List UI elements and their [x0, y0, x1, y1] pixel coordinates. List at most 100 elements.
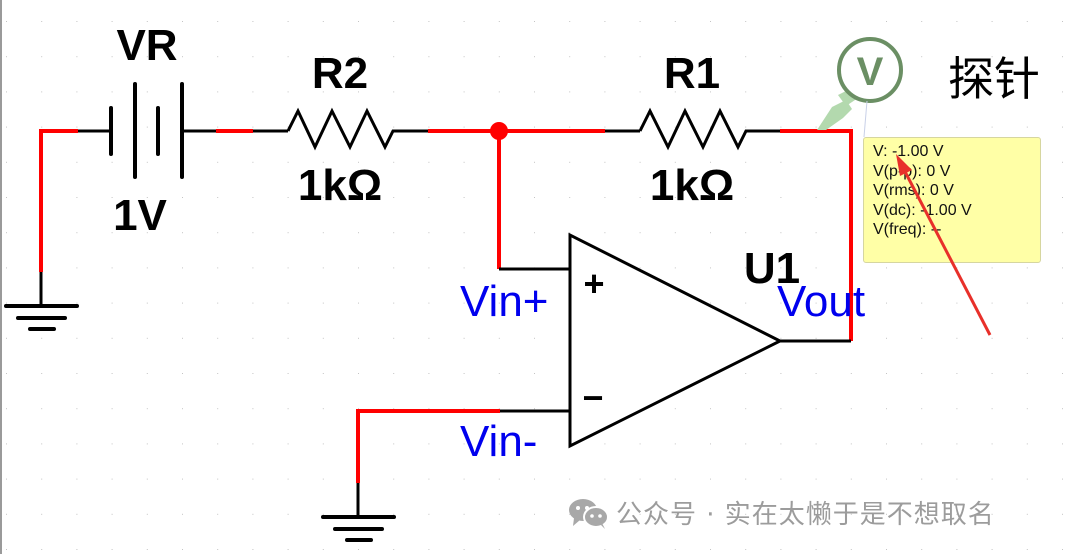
resistor-r2[interactable] — [286, 107, 428, 151]
ground-symbol-bottom[interactable] — [321, 483, 396, 542]
grid-dot — [956, 267, 958, 269]
grid-dot — [886, 549, 887, 550]
grid-dot — [1026, 126, 1028, 128]
grid-dot — [217, 197, 219, 198]
ground-symbol-left[interactable] — [4, 272, 79, 331]
grid-dot — [252, 302, 254, 304]
grid-dot — [780, 91, 782, 93]
grid-dot — [393, 549, 395, 550]
grid-dot — [745, 443, 747, 445]
grid-dot — [745, 91, 747, 93]
grid-dot — [322, 337, 324, 339]
grid-dot — [569, 513, 571, 515]
grid-dot — [393, 267, 395, 269]
voltage-probe[interactable]: V — [817, 37, 903, 138]
grid-dot — [322, 373, 324, 374]
grid-dot — [956, 549, 958, 550]
grid-dot — [1026, 443, 1028, 445]
grid-dot — [886, 373, 887, 374]
grid-dot — [41, 478, 43, 480]
grid-dot — [956, 337, 958, 339]
junction-node[interactable] — [490, 122, 508, 140]
probe-readout-tooltip: V: -1.00 V V(p-p): 0 V V(rms): 0 V V(dc)… — [863, 137, 1041, 263]
grid-dot — [710, 549, 711, 550]
battery-vr[interactable] — [109, 82, 184, 179]
grid-dot — [182, 56, 183, 58]
grid-dot — [780, 21, 782, 22]
grid-dot — [322, 549, 324, 550]
opamp-ref-label: U1 — [744, 244, 800, 293]
grid-dot — [111, 197, 113, 198]
annotation-probe-label: 探针 — [948, 52, 1040, 106]
grid-dot — [1062, 302, 1063, 304]
grid-dot — [956, 56, 958, 58]
grid-dot — [322, 443, 324, 445]
grid-dot — [146, 232, 148, 234]
resistor-r1[interactable] — [638, 107, 780, 151]
grid-dot — [428, 267, 430, 269]
grid-dot — [639, 21, 641, 22]
grid-dot — [780, 513, 782, 515]
probe-reading-vpp: V(p-p): 0 V — [873, 162, 951, 180]
grid-dot — [1026, 478, 1028, 480]
wire-vin-minus-to-ground[interactable] — [356, 409, 570, 483]
grid-dot — [710, 513, 711, 515]
grid-dot — [991, 549, 993, 550]
grid-dot — [780, 161, 782, 163]
grid-dot — [604, 549, 606, 550]
grid-dot — [604, 197, 606, 198]
wire-r1-to-output[interactable] — [780, 129, 853, 343]
grid-dot — [745, 126, 747, 128]
grid-dot — [1062, 232, 1063, 234]
grid-dot — [393, 408, 395, 410]
grid-dot — [534, 91, 535, 93]
grid-dot — [674, 126, 676, 128]
grid-dot — [6, 443, 7, 445]
grid-dot — [921, 267, 923, 269]
grid-dot — [428, 478, 430, 480]
wire-ground-to-battery[interactable] — [39, 129, 110, 272]
grid-dot — [463, 126, 465, 128]
grid-dot — [710, 21, 711, 22]
grid-dot — [815, 126, 817, 128]
grid-dot — [111, 337, 113, 339]
grid-dot — [41, 21, 43, 22]
grid-dot — [674, 161, 676, 163]
grid-dot — [322, 161, 324, 163]
grid-dot — [639, 126, 641, 128]
grid-dot — [534, 549, 535, 550]
opamp-u1[interactable] — [568, 232, 784, 449]
opamp-plus-symbol: + — [583, 263, 604, 304]
grid-dot — [252, 126, 254, 128]
grid-dot — [569, 91, 571, 93]
grid-dot — [287, 267, 289, 269]
grid-dot — [6, 337, 7, 339]
grid-dot — [428, 21, 430, 22]
grid-dot — [991, 56, 993, 58]
grid-dot — [463, 56, 465, 58]
grid-dot — [322, 232, 324, 234]
grid-dot — [358, 337, 359, 339]
grid-dot — [41, 549, 43, 550]
grid-dot — [534, 408, 535, 410]
grid-dot — [569, 549, 571, 550]
grid-dot — [182, 408, 183, 410]
grid-dot — [252, 513, 254, 515]
grid-dot — [428, 302, 430, 304]
probe-reading-vdc: V(dc): -1.00 V — [873, 201, 972, 219]
grid-dot — [780, 478, 782, 480]
grid-dot — [463, 373, 465, 374]
grid-dot — [710, 267, 711, 269]
grid-dot — [850, 126, 852, 128]
grid-dot — [569, 197, 571, 198]
grid-dot — [76, 161, 78, 163]
wire-r2-to-r1[interactable] — [428, 129, 640, 271]
grid-dot — [1062, 56, 1063, 58]
grid-dot — [217, 267, 219, 269]
grid-dot — [921, 549, 923, 550]
grid-dot — [745, 408, 747, 410]
grid-dot — [393, 478, 395, 480]
grid-dot — [674, 443, 676, 445]
watermark-text: 公众号 · 实在太懒于是不想取名 — [616, 500, 995, 530]
